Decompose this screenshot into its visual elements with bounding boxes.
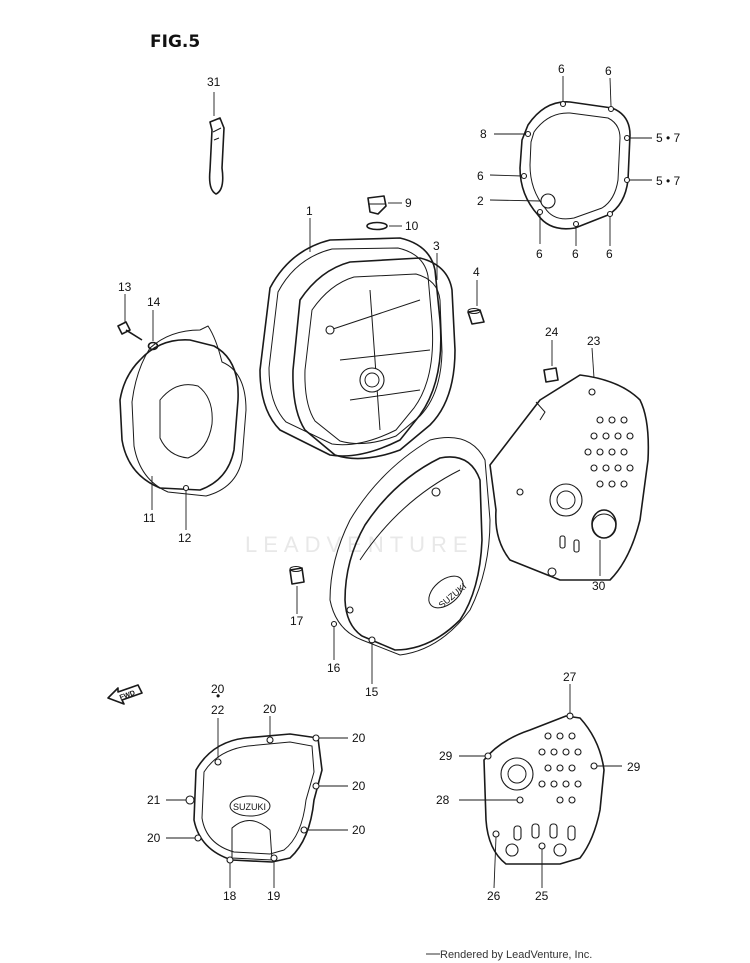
label-20c: 20 — [352, 731, 366, 745]
part-3-crankcase-cover[interactable] — [292, 257, 456, 460]
label-15: 15 — [365, 685, 379, 699]
label-6a: 6 — [558, 62, 565, 76]
part-1-gasket[interactable] — [259, 237, 442, 457]
label-20d: 20 — [352, 779, 366, 793]
label-6c: 6 — [477, 169, 484, 183]
label-20e: 20 — [352, 823, 366, 837]
label-29b: 29 — [627, 760, 641, 774]
part-24-dowel-pin[interactable] — [543, 367, 559, 383]
part-23-clutch-cover[interactable] — [489, 374, 650, 581]
label-20f: 20 — [147, 831, 161, 845]
part-11-starter-clutch-cover[interactable] — [119, 339, 239, 491]
suzuki-logo-bottom: SUZUKI — [233, 802, 266, 812]
label-27: 27 — [563, 670, 577, 684]
label-25: 25 — [535, 889, 549, 903]
label-29a: 29 — [439, 749, 453, 763]
leader-6c — [489, 174, 523, 177]
label-5-7a: 5 • 7 — [656, 131, 681, 145]
label-9: 9 — [405, 196, 412, 210]
label-6b: 6 — [605, 64, 612, 78]
label-20b: 20 — [263, 702, 277, 716]
part-10-o-ring[interactable] — [366, 221, 388, 231]
label-3: 3 — [433, 239, 440, 253]
label-6e: 6 — [572, 247, 579, 261]
label-dot: • — [216, 689, 220, 703]
label-5-7b: 5 • 7 — [656, 174, 681, 188]
label-11: 11 — [143, 511, 156, 525]
label-20-top: 20 — [211, 682, 225, 696]
label-6f: 6 — [606, 247, 613, 261]
label-13: 13 — [118, 280, 132, 294]
leader-26 — [493, 836, 497, 889]
label-31: 31 — [207, 75, 221, 89]
part-8-clutch-gasket[interactable] — [519, 100, 631, 230]
label-2: 2 — [477, 194, 484, 208]
label-6d: 6 — [536, 247, 543, 261]
fwd-arrow-icon: FWD — [107, 684, 143, 705]
label-18: 18 — [223, 889, 237, 903]
label-8: 8 — [480, 127, 487, 141]
label-28: 28 — [436, 793, 450, 807]
label-16: 16 — [327, 661, 341, 675]
figure-title: FIG.5 — [150, 32, 200, 52]
label-1: 1 — [306, 204, 313, 218]
label-21: 21 — [147, 793, 161, 807]
footer-credit: Rendered by LeadVenture, Inc. — [440, 949, 592, 961]
suzuki-logo-cover: SUZUKI — [437, 581, 469, 610]
part-sprocket-cover-bottom-right[interactable] — [483, 712, 605, 865]
part-31-clip[interactable] — [208, 117, 225, 195]
part-stator-cover-bottom-left[interactable]: SUZUKI — [185, 733, 323, 864]
label-23: 23 — [587, 334, 601, 348]
part-4-dowel-pin[interactable] — [467, 308, 485, 325]
label-14: 14 — [147, 295, 161, 309]
part-30-cap[interactable] — [591, 509, 617, 539]
label-10: 10 — [405, 219, 419, 233]
part-16-gasket[interactable] — [329, 437, 491, 656]
label-17: 17 — [290, 614, 304, 628]
label-19: 19 — [267, 889, 281, 903]
label-22: 22 — [211, 703, 225, 717]
label-30: 30 — [592, 579, 606, 593]
part-9-oil-filler-cap[interactable] — [367, 195, 387, 215]
label-24: 24 — [545, 325, 559, 339]
label-26: 26 — [487, 889, 501, 903]
leader-2 — [489, 199, 541, 202]
leader-6b — [609, 77, 612, 107]
label-12: 12 — [178, 531, 192, 545]
part-13-bolt[interactable] — [117, 321, 143, 341]
part-17-dowel-pin[interactable] — [289, 566, 305, 585]
leader-23 — [591, 347, 595, 379]
label-4: 4 — [473, 265, 480, 279]
